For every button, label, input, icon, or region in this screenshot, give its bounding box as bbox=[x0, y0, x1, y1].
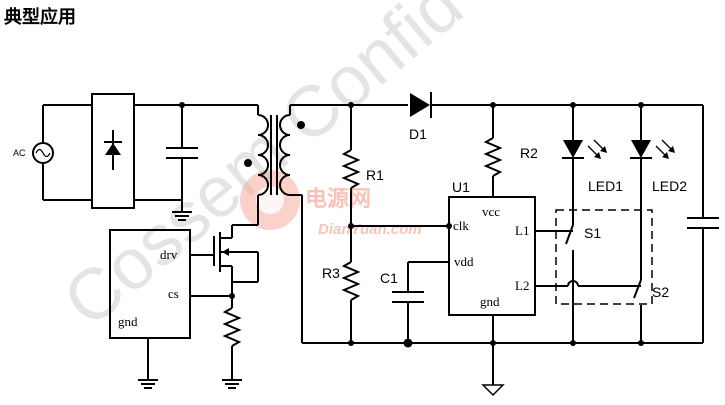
watermark-logo-text: 电源网 bbox=[305, 187, 371, 212]
watermark: Cossem Confid 电源网 DianYuan.com bbox=[49, 0, 477, 342]
ground-symbol-bulk bbox=[172, 211, 192, 221]
label-u1: U1 bbox=[452, 179, 470, 195]
page-title: 典型应用 bbox=[4, 7, 76, 28]
controller-pin-cs: cs bbox=[168, 286, 179, 301]
label-ac: AC bbox=[13, 148, 26, 158]
watermark-url: DianYuan.com bbox=[318, 221, 422, 238]
ground-symbol-controller bbox=[138, 379, 158, 389]
label-r3: R3 bbox=[322, 265, 340, 281]
led1 bbox=[562, 105, 607, 225]
sense-resistor bbox=[222, 296, 242, 380]
label-r1: R1 bbox=[366, 167, 384, 183]
ac-source bbox=[32, 104, 92, 201]
label-c1: C1 bbox=[380, 270, 398, 286]
label-d1: D1 bbox=[409, 126, 427, 142]
mosfet bbox=[190, 224, 259, 296]
capacitor-c1 bbox=[392, 261, 449, 348]
bridge-rectifier bbox=[91, 93, 182, 209]
u1-pin-l2: L2 bbox=[515, 278, 529, 293]
switch-group-box bbox=[555, 209, 653, 305]
led2 bbox=[630, 105, 675, 280]
u1-pin-l1: L1 bbox=[515, 223, 529, 238]
switch-s2 bbox=[633, 279, 644, 346]
controller-ic bbox=[109, 229, 191, 339]
ground-symbol-sense bbox=[222, 379, 242, 389]
switch-s1 bbox=[565, 224, 576, 346]
ground-symbol-u1 bbox=[481, 384, 505, 397]
bulk-capacitor bbox=[166, 102, 198, 212]
u1-pin-clk: clk bbox=[453, 218, 469, 233]
controller-pin-gnd: gnd bbox=[118, 314, 138, 329]
label-r2: R2 bbox=[520, 145, 538, 161]
output-capacitor bbox=[687, 105, 719, 343]
label-led2: LED2 bbox=[652, 178, 687, 194]
resistor-r2 bbox=[483, 105, 503, 197]
diode-d1 bbox=[410, 92, 432, 118]
u1-pin-gnd: gnd bbox=[480, 294, 500, 309]
label-led1: LED1 bbox=[588, 178, 623, 194]
u1-pin-vdd: vdd bbox=[454, 254, 474, 269]
controller-pin-drv: drv bbox=[160, 247, 178, 262]
label-s1: S1 bbox=[584, 225, 601, 241]
u1-pin-vcc: vcc bbox=[482, 204, 500, 219]
resistor-r3 bbox=[341, 261, 361, 346]
flyback-transformer bbox=[244, 105, 305, 225]
label-s2: S2 bbox=[652, 284, 669, 300]
